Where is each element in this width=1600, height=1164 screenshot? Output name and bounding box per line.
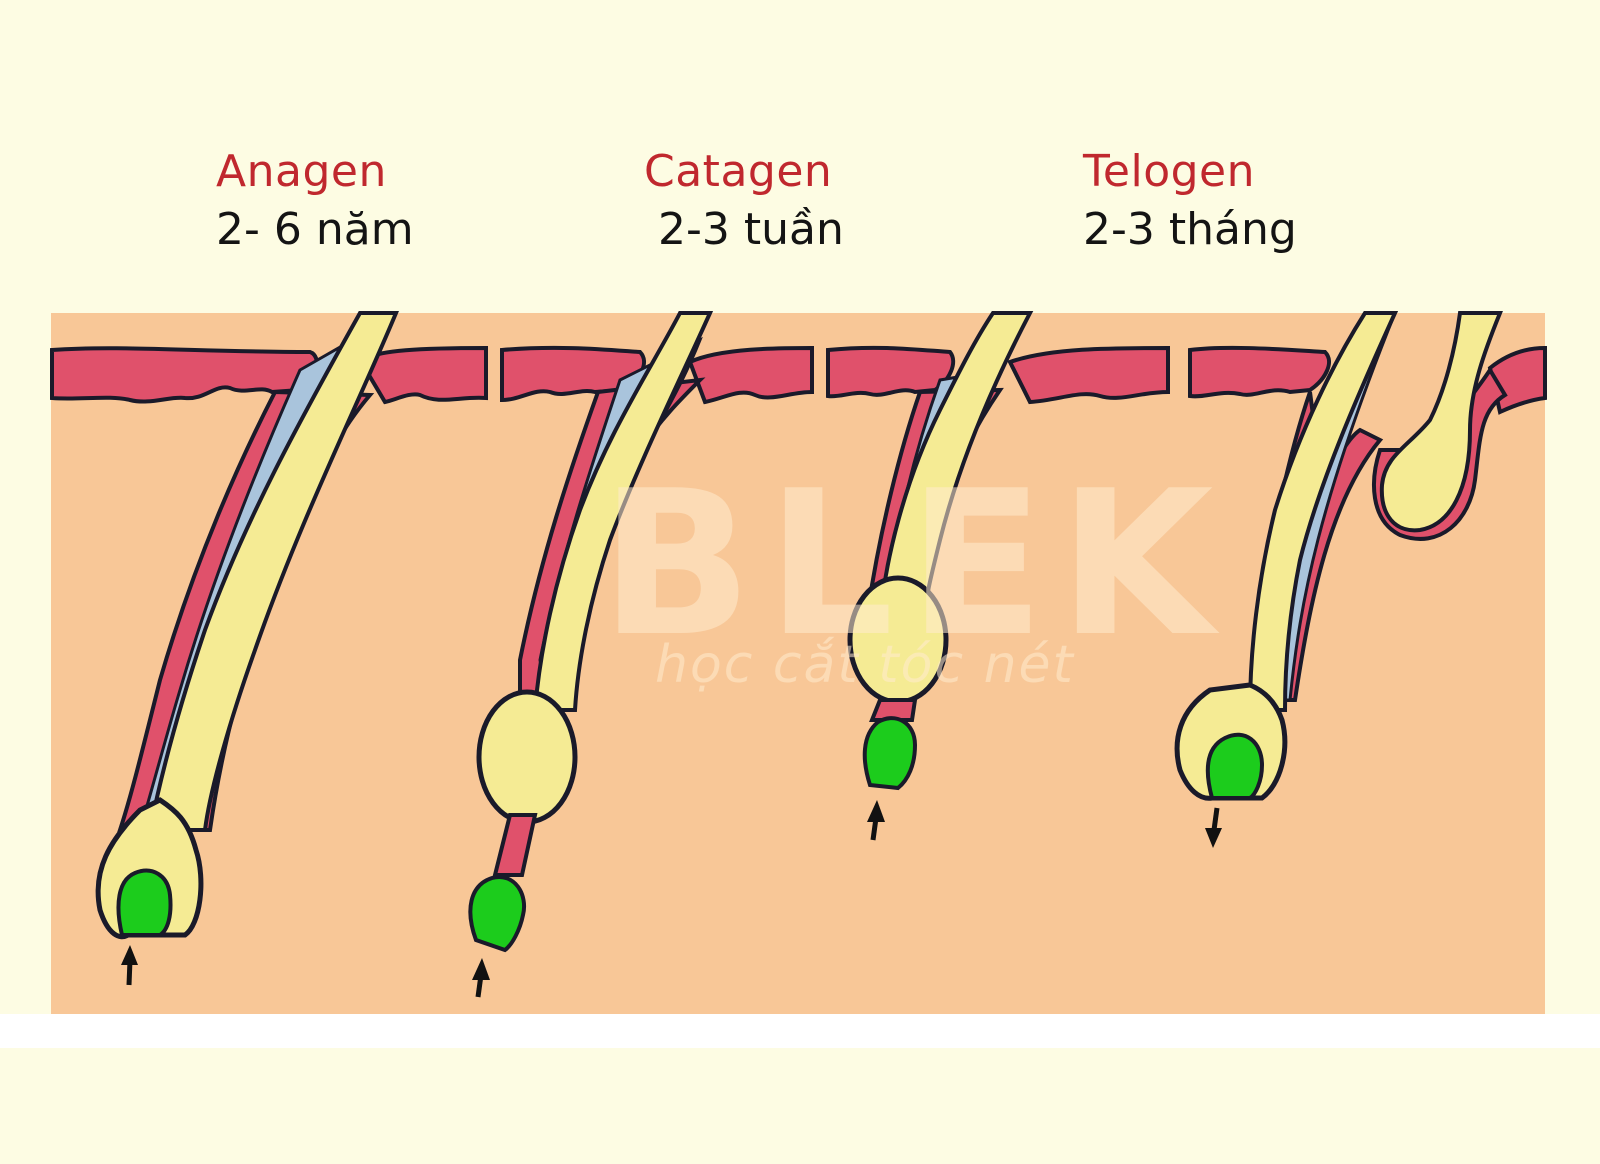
arrow-up-icon (121, 945, 138, 986)
epidermis-segment (1007, 345, 1170, 405)
arrow-down-icon (1205, 807, 1222, 848)
follicle-anagen (50, 311, 488, 986)
phase-label-catagen: Catagen 2-3 tuần (644, 150, 844, 252)
follicle-bulb (476, 689, 578, 825)
arrow-up-icon (472, 958, 490, 998)
dermal-papilla (116, 868, 173, 937)
bottom-divider-band (0, 1014, 1600, 1048)
follicle-telogen (1174, 311, 1547, 848)
epidermis-segment (1188, 345, 1331, 399)
phase-duration: 2-3 tuần (644, 204, 844, 255)
epidermis-segment (357, 345, 488, 405)
phase-name: Anagen (216, 146, 387, 197)
follicle-bulb (847, 575, 949, 705)
epidermis-segment (826, 345, 956, 399)
epidermis-segment (687, 345, 814, 405)
dermal-papilla (862, 716, 918, 791)
phase-duration: 2- 6 năm (216, 204, 414, 255)
follicle-late-catagen (826, 311, 1170, 841)
phase-name: Catagen (644, 146, 833, 197)
phase-name: Telogen (1083, 146, 1256, 197)
dermal-papilla (468, 875, 527, 953)
phase-label-telogen: Telogen 2-3 tháng (1083, 150, 1297, 252)
arrow-up-icon (867, 800, 885, 841)
phase-duration: 2-3 tháng (1083, 204, 1297, 255)
phase-label-anagen: Anagen 2- 6 năm (216, 150, 414, 252)
dermal-papilla (1205, 732, 1265, 800)
epidermis-segment (50, 346, 319, 404)
follicle-catagen (468, 311, 814, 998)
